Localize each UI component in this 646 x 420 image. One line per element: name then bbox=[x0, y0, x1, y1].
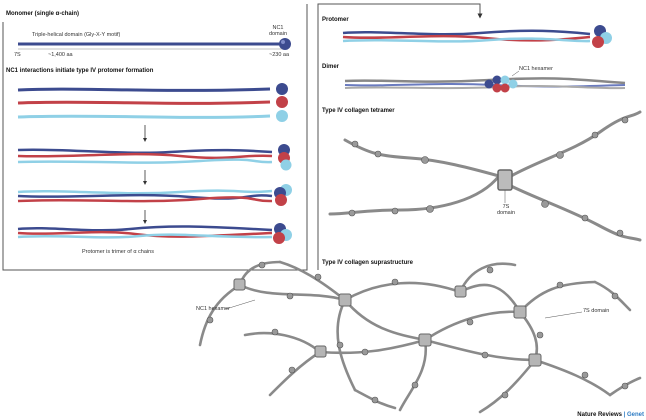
supra-7s-label: 7S domain bbox=[583, 308, 610, 314]
dimer-figure bbox=[344, 75, 626, 93]
supra-nc1-pointer bbox=[225, 299, 256, 310]
assembly-step-4 bbox=[17, 223, 292, 244]
chain-blue bbox=[17, 83, 288, 95]
chain-cyan bbox=[17, 110, 288, 122]
assembly-step-2 bbox=[17, 144, 292, 171]
credit-separator: | bbox=[621, 412, 627, 418]
journal-credit: Nature Reviews | Genet bbox=[577, 412, 644, 418]
protomer-caption: Protomer is trimer of α chains bbox=[82, 249, 154, 255]
nc1-hexamer-label: NC1 hexamer bbox=[519, 66, 553, 72]
protomer-figure bbox=[342, 25, 612, 48]
journal-section: Genet bbox=[626, 412, 644, 418]
journal-name: Nature Reviews bbox=[577, 412, 622, 418]
suprastructure-title: Type IV collagen suprastructure bbox=[322, 260, 413, 266]
suprastructure-knots bbox=[206, 261, 629, 404]
nc1-domain-label: NC1 domain bbox=[268, 25, 288, 37]
nc1-interactions-title: NC1 interactions initiate type IV protom… bbox=[6, 68, 154, 74]
tetramer-knots bbox=[348, 116, 629, 237]
chain-red bbox=[17, 96, 288, 108]
length-230-label: ~230 aa bbox=[269, 52, 290, 58]
assembly-step-3 bbox=[17, 184, 292, 206]
tetramer-title: Type IV collagen tetramer bbox=[322, 108, 395, 114]
supra-7s-pointer bbox=[544, 311, 583, 319]
length-1400-label: ~1,400 aa bbox=[48, 52, 73, 58]
tetramer-figure bbox=[328, 110, 642, 242]
seven-s-domain-label: 7S domain bbox=[496, 204, 516, 216]
monomer-title: Monomer (single α-chain) bbox=[6, 11, 80, 17]
left-panel-frame bbox=[2, 4, 308, 271]
monomer-chain bbox=[18, 38, 291, 50]
suprastructure-junctions bbox=[233, 278, 542, 367]
protomer-title: Protomer bbox=[322, 17, 349, 23]
dimer-nc1-pointer bbox=[511, 70, 520, 77]
right-panel-frame bbox=[317, 3, 483, 270]
supra-nc1-label: NC1 hexamer bbox=[196, 306, 230, 312]
triple-helix-label: Triple-helical domain (Gly-X-Y motif) bbox=[32, 32, 121, 38]
dimer-title: Dimer bbox=[322, 64, 340, 70]
seven-s-label: 7S bbox=[14, 52, 21, 58]
